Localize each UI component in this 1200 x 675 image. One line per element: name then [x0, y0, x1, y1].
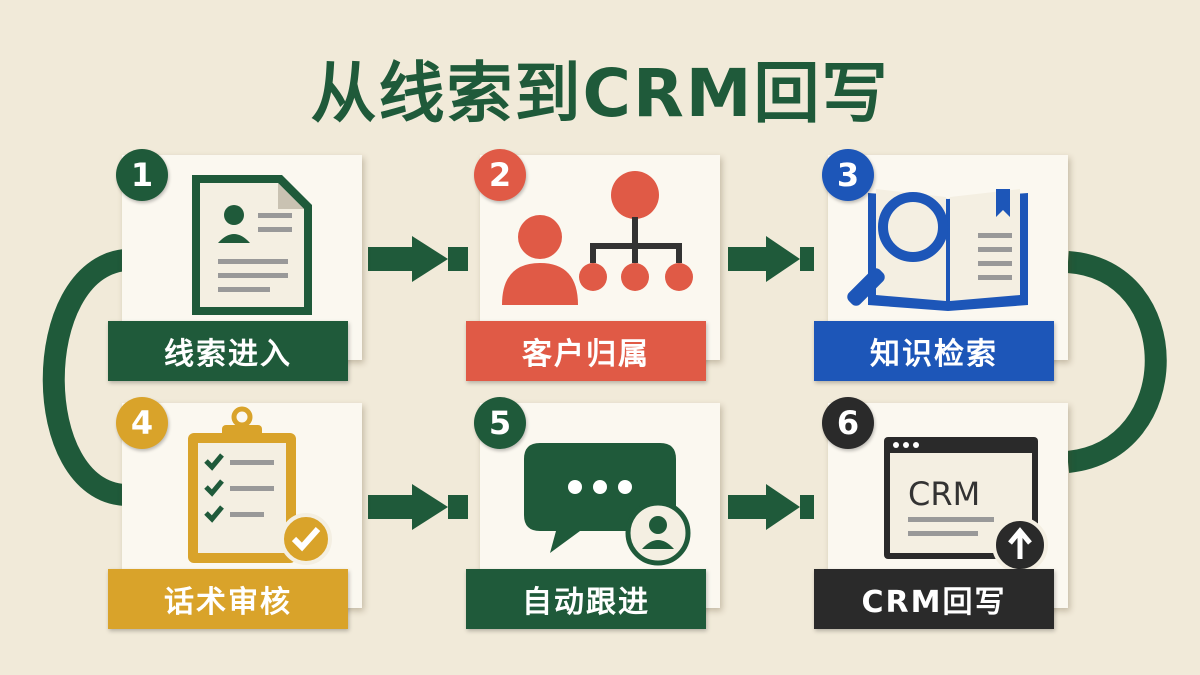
step-label: CRM回写: [814, 569, 1054, 629]
step-number-badge: 2: [474, 149, 526, 201]
arrow-2-to-3: [728, 236, 814, 282]
step-label: 知识检索: [814, 321, 1054, 381]
step-card-1: 1 线索进入: [108, 149, 362, 381]
step-card-6: CRM 6 CRM回写: [814, 397, 1068, 629]
left-loop-connector: [42, 249, 128, 506]
step-number-badge: 3: [822, 149, 874, 201]
step-number-badge: 6: [822, 397, 874, 449]
step-number-badge: 5: [474, 397, 526, 449]
step-label: 线索进入: [108, 321, 348, 381]
step-card-5: 5 自动跟进: [466, 397, 720, 629]
step-card-4: 4 话术审核: [108, 397, 362, 629]
step-label: 自动跟进: [466, 569, 706, 629]
lead-document-icon: [192, 175, 312, 315]
step-label: 客户归属: [466, 321, 706, 381]
crm-window-upload-icon: CRM: [884, 437, 1048, 573]
step-number-badge: 1: [116, 149, 168, 201]
knowledge-search-icon: [847, 189, 1028, 311]
arrow-5-to-6: [728, 484, 814, 530]
checklist-clipboard-icon: [188, 406, 332, 565]
step-number-badge: 4: [116, 397, 168, 449]
step-label: 话术审核: [108, 569, 348, 629]
step-card-3: 3 知识检索: [814, 149, 1068, 381]
arrow-1-to-2: [368, 236, 468, 282]
step-card-2: 2 客户归属: [466, 149, 720, 381]
right-loop-connector: [1066, 251, 1167, 473]
customer-hierarchy-icon: [502, 171, 693, 305]
crm-window-text: CRM: [908, 475, 980, 513]
page-title: 从线索到CRM回写: [310, 55, 890, 132]
arrow-4-to-5: [368, 484, 468, 530]
chat-bubble-icon: [524, 443, 691, 566]
